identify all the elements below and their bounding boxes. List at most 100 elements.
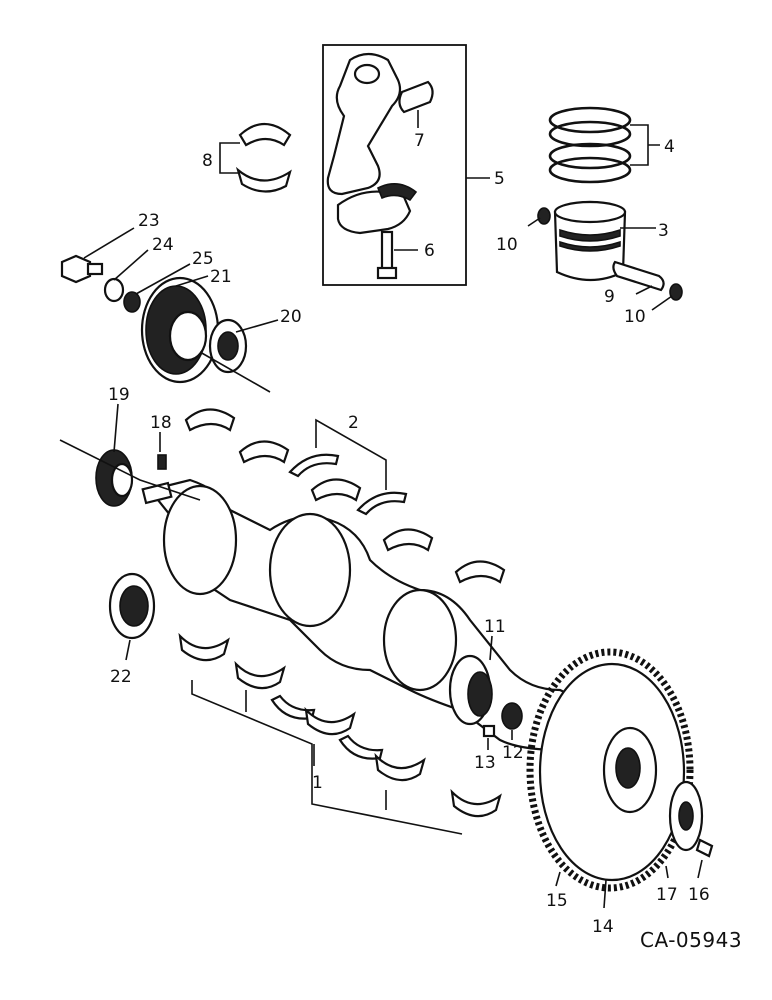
callout-11: 11 [484,617,506,637]
leader-11 [489,635,493,661]
callouts: 1 2 3 4 5 6 7 8 9 10 10 11 12 13 14 15 1… [108,131,710,937]
pilot-bearing [501,702,523,730]
reference-code: CA-05943 [640,928,743,952]
connecting-rod [326,52,402,196]
callout-7: 7 [414,131,425,151]
lower-main-bearing-4 [374,752,426,782]
lower-thrust-washer-2 [338,734,384,760]
upper-main-bearing-1 [184,408,236,432]
callout-15: 15 [546,891,568,911]
ring-gear [526,648,694,892]
crankshaft-gear-hub [110,462,134,498]
crankshaft-pulley-hub [168,310,208,362]
leader-22 [125,639,131,661]
pulley-group [60,254,271,393]
connecting-rod-group [322,44,490,286]
snap-ring-left [537,207,551,225]
piston-ring-grooves [559,228,621,252]
leader-17 [665,865,669,879]
crank-counterweight-2 [268,512,352,628]
piston-ring-3 [548,142,632,170]
piston-crown [553,200,627,224]
callout-6: 6 [424,241,435,261]
callout-5: 5 [494,169,505,189]
callout-20: 20 [280,307,302,327]
rod-bearing-shell-top [238,122,292,147]
callout-1: 1 [312,773,323,793]
leader-19 [113,403,119,453]
crank-rear-flange-face [467,671,493,717]
connecting-rod-frame [322,44,467,286]
rod-bolt [380,230,394,274]
callout-12: 12 [502,743,524,763]
callout-23: 23 [138,211,160,231]
pulley-bolt-head [60,254,92,284]
crankshaft [141,478,605,752]
upper-main-bearing-4 [382,528,434,552]
leader-16 [697,859,703,879]
flywheel-bolt [695,838,714,858]
leader-10b [651,295,673,311]
leader-24 [113,249,149,281]
callout-4: 4 [664,137,675,157]
upper-main-bearing-5 [454,560,506,584]
rod-bearing-upper-in-box [376,183,418,202]
leader-21 [175,275,209,287]
rod-bearing-bracket [219,142,240,174]
dowel-pin [482,724,496,738]
upper-bearing-bracket [315,418,387,490]
lower-main-bearing-3 [304,706,356,736]
leader-23 [83,227,135,259]
leader-25 [135,263,191,295]
flywheel-spacer-bore [678,801,694,831]
piston-ring-1 [548,106,632,134]
lower-main-bearing-5 [450,788,502,818]
rod-bearing-shell-bottom [235,166,292,193]
snap-ring-right [669,283,683,301]
callout-18: 18 [150,413,172,433]
thrust-washer-2 [356,491,408,516]
rod-bolt-head [376,266,398,280]
callout-24: 24 [152,235,174,255]
crank-counterweight-3 [382,588,458,692]
thrust-washer-1 [288,453,340,478]
lower-main-bearing-1 [178,632,230,662]
gear-leader-line [59,439,201,501]
callout-25: 25 [192,249,214,269]
crank-gear-group [59,439,201,507]
callout-16: 16 [688,885,710,905]
piston-group [537,106,683,301]
callout-22: 22 [110,667,132,687]
lower-main-bearing-2 [234,660,286,690]
rod-small-end-bore [353,63,381,85]
flywheel-group [526,648,714,892]
leader-10a [527,217,541,227]
upper-main-bearings [184,408,506,584]
callout-17: 17 [656,885,678,905]
callout-14: 14 [592,917,614,937]
oil-seal-front-inner [217,331,239,361]
callout-8: 8 [202,151,213,171]
callout-19: 19 [108,385,130,405]
leader-20 [235,319,279,333]
piston-pin [612,260,665,292]
callout-9: 9 [604,287,615,307]
piston-ring-2 [548,120,632,148]
front-cover-leader [199,351,271,393]
lower-bearing-bracket [191,680,463,835]
leader-14 [603,879,607,909]
callout-3: 3 [658,221,669,241]
upper-main-bearing-3 [310,478,362,502]
piston-rings-bracket [630,124,660,166]
rod-bearings [219,122,292,193]
leader-9 [635,285,653,295]
pulley-lock-washer [123,291,141,313]
piston-ring-4 [548,156,632,184]
upper-main-bearing-2 [238,440,290,464]
callout-leaders [83,217,703,909]
callout-10a: 10 [496,235,518,255]
small-end-bushing [398,80,434,114]
flywheel-hub [615,747,641,789]
pulley-bolt-shank [86,262,104,276]
